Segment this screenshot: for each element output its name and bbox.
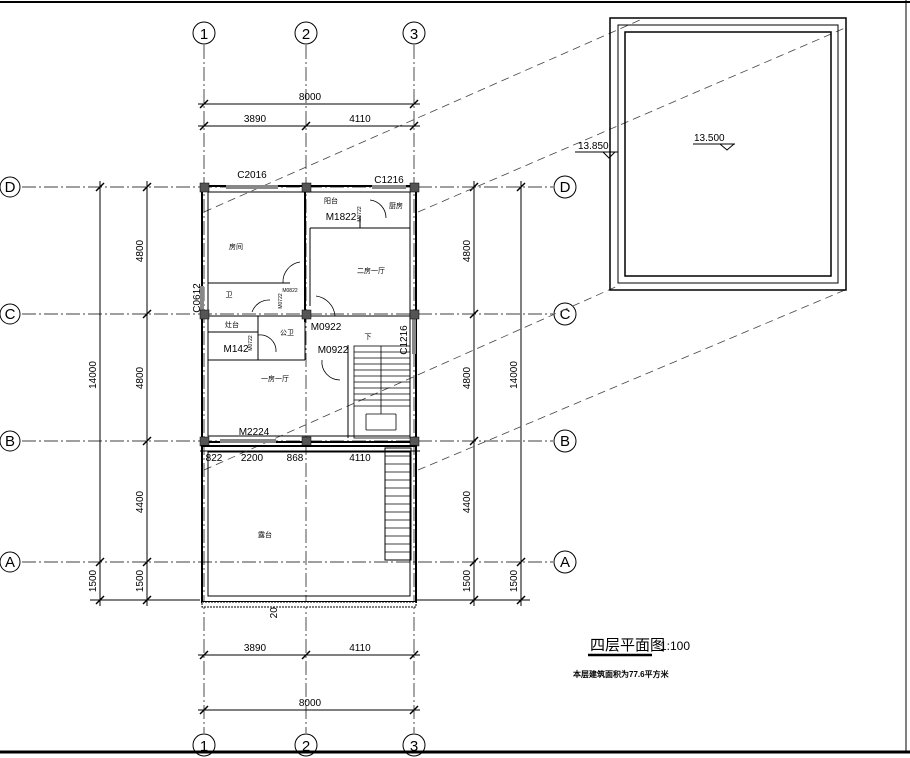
label-two-bed-hall: 二房一厅 [357, 266, 385, 275]
dim-bottom-total: 8000 [299, 698, 322, 709]
axis-d-right: D [560, 179, 571, 196]
label-c0612: C0612 [192, 283, 203, 313]
dim-left-part-4: 1500 [135, 569, 146, 592]
label-bedroom: 房间 [229, 242, 243, 251]
axis-a-left: A [5, 554, 15, 571]
dim-right-part-4: 1500 [462, 569, 473, 592]
label-m0722-a: M0722 [357, 206, 363, 222]
label-terrace: 露台 [258, 530, 272, 539]
drawing-title-block: 四层平面图 1:100 本层建筑面积为77.6平方米 [572, 637, 690, 679]
axis-1-top: 1 [200, 26, 208, 43]
axis-b-right: B [560, 433, 570, 450]
axis-c-left: C [5, 306, 16, 323]
roof-plan: 13.850 13.500 [575, 17, 847, 291]
label-public-bath: 公卫 [280, 329, 294, 337]
axis-a-right: A [560, 554, 570, 571]
dim-b-part-3: 868 [287, 453, 304, 464]
label-c2016: C2016 [237, 170, 267, 181]
dimension-lines: 8000 3890 4110 3890 4110 8000 14000 1500… [88, 92, 530, 715]
dim-top-part-1: 3890 [244, 114, 267, 125]
axis-2-top: 2 [302, 26, 310, 43]
dim-right-part-2: 4800 [462, 366, 473, 389]
axis-1-bottom: 1 [200, 738, 208, 755]
opening-labels: C2016 C1216 M1822 M0722 C0612 M0822 M072… [192, 170, 410, 438]
dim-left-overhang: 1500 [88, 569, 99, 592]
label-stove: 灶台 [225, 320, 239, 329]
windows [200, 185, 416, 443]
dim-right-part-1: 4800 [462, 239, 473, 262]
label-m1822: M1822 [326, 212, 357, 223]
label-stair-down: 下 [365, 333, 372, 341]
dim-left-part-2: 4800 [135, 366, 146, 389]
terrace [201, 445, 417, 608]
label-m0722-b: M0722 [278, 293, 284, 309]
dim-b-part-1: 822 [206, 453, 223, 464]
dim-top-total: 8000 [299, 92, 322, 103]
axis-c-right: C [560, 306, 571, 323]
axis-b-left: B [5, 433, 15, 450]
axis-3-top: 3 [410, 26, 418, 43]
drawing-scale: 1:100 [660, 639, 690, 653]
dim-parapet: 200 [269, 601, 280, 618]
dim-right-part-3: 4400 [462, 490, 473, 513]
axis-3-bottom: 3 [410, 738, 418, 755]
label-m0922-a: M0922 [311, 322, 342, 333]
room-labels: 阳台 厨房 房间 二房一厅 卫 灶台 公卫 一房一厅 下 露台 [225, 196, 403, 539]
roof-elevation-outer: 13.850 [578, 141, 609, 152]
interior-stair [353, 345, 411, 439]
dim-left-part-1: 4800 [135, 239, 146, 262]
label-balcony: 阳台 [324, 196, 338, 205]
dim-bottom-part-1: 3890 [244, 643, 267, 654]
grid-lines [22, 45, 553, 733]
axis-bubbles: 1 2 3 1 2 3 D C B A D C B A [0, 21, 577, 757]
label-m142: M142 [223, 344, 248, 355]
dim-b-part-4: 4110 [349, 453, 371, 464]
projection-lines [203, 19, 846, 471]
axis-2-bottom: 2 [302, 738, 310, 755]
roof-elevation-inner: 13.500 [694, 133, 725, 144]
doors [251, 199, 387, 381]
label-m0722-c: M0722 [248, 335, 254, 351]
dim-left-part-3: 4400 [135, 490, 146, 513]
label-m2224: M2224 [239, 427, 270, 438]
axis-d-left: D [5, 179, 16, 196]
label-m0922-b: M0922 [318, 345, 349, 356]
label-one-bed-hall: 一房一厅 [261, 374, 289, 383]
dim-bottom-part-2: 4110 [349, 643, 371, 654]
dim-left-total: 14000 [88, 361, 99, 389]
label-kitchen: 厨房 [389, 201, 403, 210]
label-c1216-side: C1216 [399, 325, 410, 355]
dim-right-total: 14000 [509, 361, 520, 389]
dim-b-part-2: 2200 [241, 453, 264, 464]
label-m0822: M0822 [282, 288, 298, 294]
dim-right-overhang: 1500 [509, 569, 520, 592]
dim-top-part-2: 4110 [349, 114, 371, 125]
columns [199, 182, 420, 447]
label-c1216-top: C1216 [374, 175, 404, 186]
drawing-title: 四层平面图 [590, 637, 665, 654]
floor-area-note: 本层建筑面积为77.6平方米 [572, 669, 670, 679]
label-bath: 卫 [226, 291, 233, 299]
